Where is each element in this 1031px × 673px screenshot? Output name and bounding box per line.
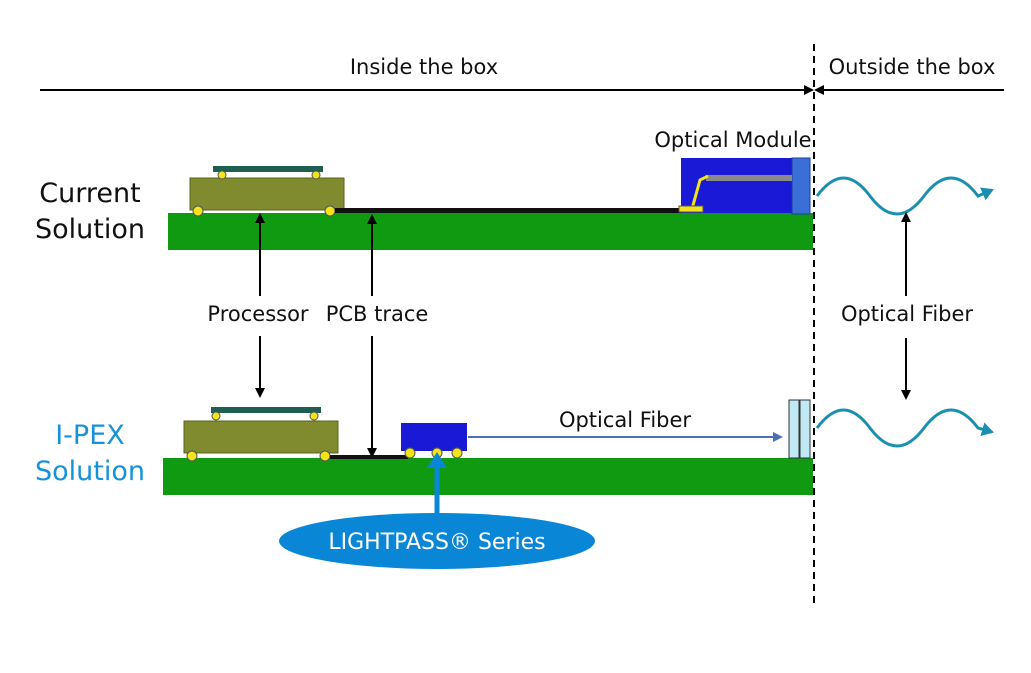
- solder-ball: [451, 447, 463, 459]
- pcb-trace-ipex: [330, 455, 408, 459]
- optical-module-label: Optical Module: [654, 128, 811, 152]
- optical-module-waveguide: [706, 175, 792, 181]
- lightpass-badge-text: LIGHTPASS® Series: [328, 530, 545, 555]
- pcb-trace-current: [335, 208, 685, 213]
- pcb-board-current: [168, 213, 813, 250]
- processor-label: Processor: [207, 302, 309, 326]
- solder-ball: [319, 450, 331, 462]
- optical-fiber-label-right: Optical Fiber: [841, 302, 973, 326]
- panel-connector-right: [799, 399, 811, 459]
- processor-chip-ipex: [183, 420, 339, 454]
- ipex-label-line2: Solution: [35, 456, 145, 487]
- lightpass-module: [401, 423, 467, 451]
- current-label-line2: Solution: [35, 214, 145, 245]
- optical-fiber-wave-current: [815, 176, 994, 216]
- solder-ball: [324, 205, 336, 217]
- optical-fiber-wave-ipex: [815, 408, 994, 448]
- ipex-label-line1: I-PEX: [55, 420, 125, 451]
- optical-module-connector: [791, 157, 811, 215]
- pcb-board-ipex: [163, 458, 813, 495]
- optical-module-pad: [678, 205, 704, 213]
- lightpass-pointer-head: [427, 452, 447, 468]
- pcb-trace-label: PCB trace: [326, 302, 429, 326]
- current-label-line1: Current: [39, 178, 140, 209]
- processor-lid-current: [213, 166, 323, 172]
- solder-ball: [192, 205, 204, 217]
- processor-lid-ipex: [211, 407, 321, 413]
- optical-fiber-label-mid: Optical Fiber: [559, 408, 691, 432]
- solder-ball: [217, 170, 227, 180]
- solder-ball: [311, 170, 321, 180]
- optical-module-lead: [690, 174, 709, 210]
- solder-ball: [404, 447, 416, 459]
- solder-ball: [211, 411, 221, 421]
- lightpass-badge: [279, 513, 595, 569]
- outside-the-box-label: Outside the box: [829, 55, 996, 79]
- panel-connector-left: [788, 399, 800, 459]
- solder-ball: [309, 411, 319, 421]
- processor-chip-current: [189, 177, 345, 211]
- solder-ball: [186, 450, 198, 462]
- inside-the-box-label: Inside the box: [350, 55, 498, 79]
